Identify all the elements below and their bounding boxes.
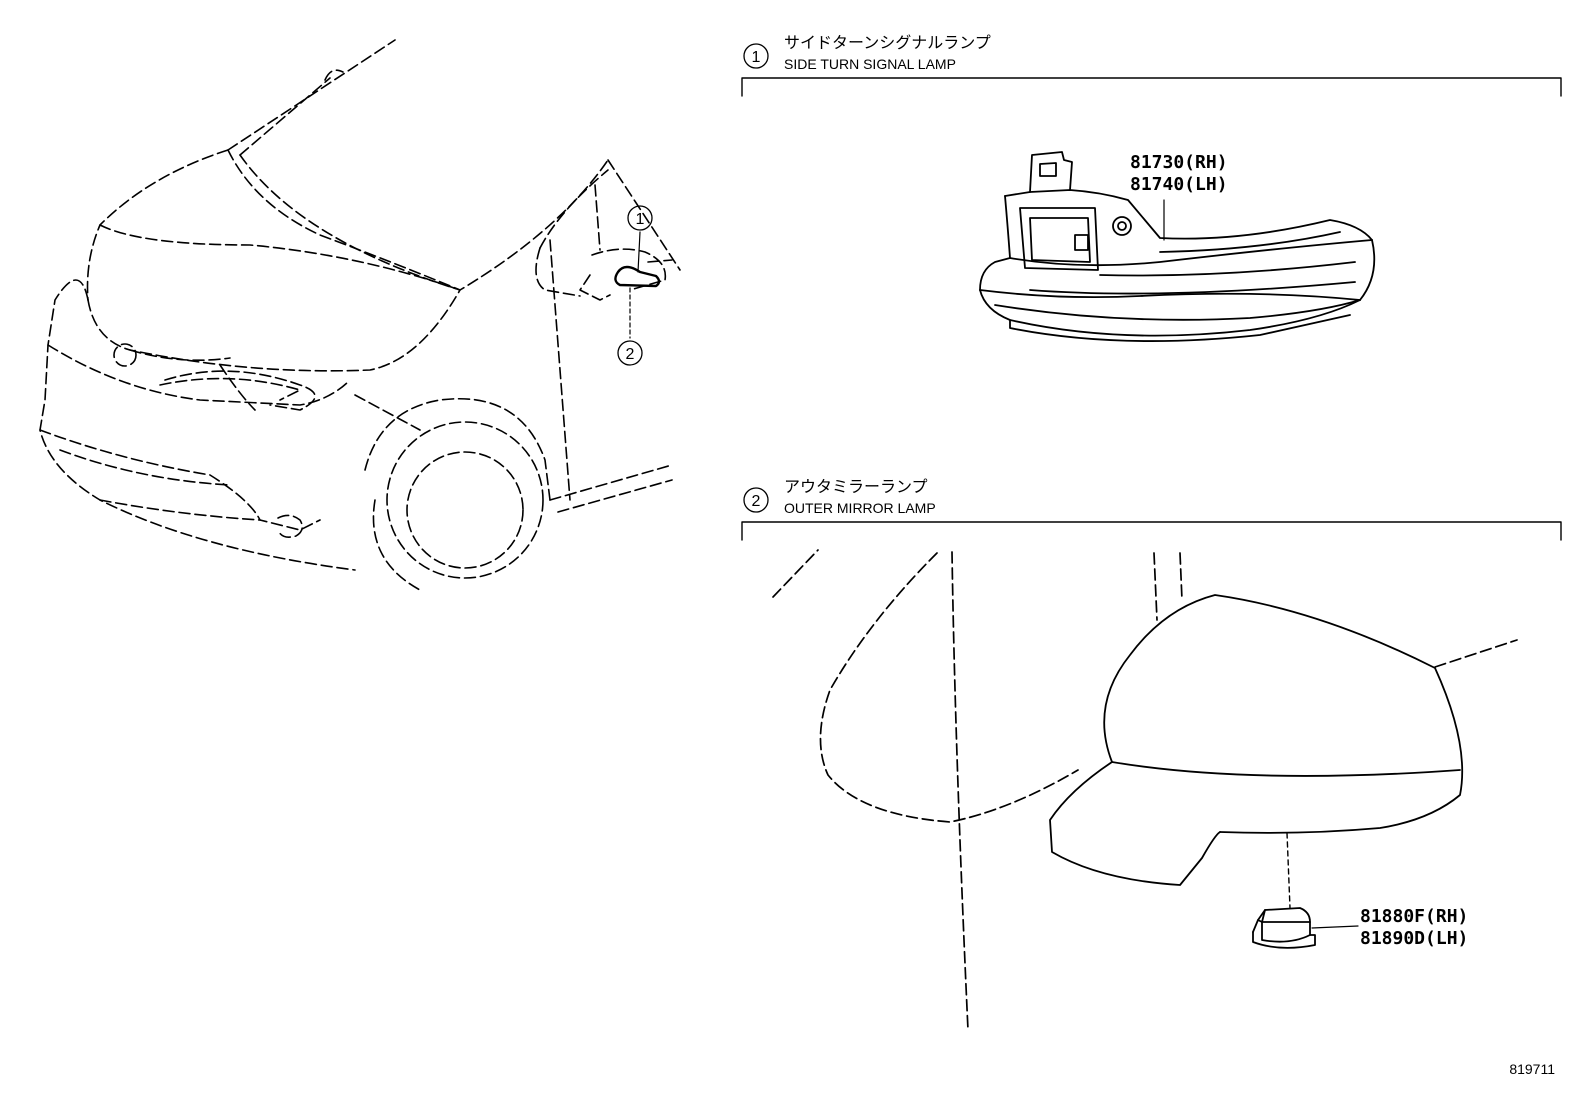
overview-callout-1 bbox=[627, 205, 653, 231]
section-2-header bbox=[741, 487, 1562, 541]
overview-lamp-highlight bbox=[614, 265, 661, 288]
part-81880F-leader bbox=[1311, 925, 1359, 929]
part-number-81740-lh: 81740(LH) bbox=[1130, 174, 1228, 195]
section-2-title-en: OUTER MIRROR LAMP bbox=[784, 500, 936, 516]
section-2-number: 2 bbox=[752, 493, 761, 510]
outer-mirror-lamp-drawing bbox=[1252, 907, 1316, 949]
overview-callout-leaders bbox=[629, 231, 641, 339]
outer-mirror-drawing bbox=[772, 549, 1518, 1031]
vehicle-overview-illustration bbox=[39, 39, 681, 591]
overview-callout-2 bbox=[617, 340, 643, 366]
section-2-number-circle bbox=[743, 487, 769, 513]
mirror-lamp-leader-dashed bbox=[1286, 832, 1291, 909]
part-number-81730-rh: 81730(RH) bbox=[1130, 152, 1228, 173]
diagram-id: 819711 bbox=[1509, 1061, 1555, 1077]
section-2-title-jp: アウタミラーランプ bbox=[784, 477, 928, 496]
section-1-title-en: SIDE TURN SIGNAL LAMP bbox=[784, 56, 956, 72]
mirror-housing bbox=[1049, 594, 1464, 886]
side-turn-signal-lamp-drawing bbox=[979, 151, 1376, 342]
section-2-bracket bbox=[741, 521, 1562, 541]
section-1-number: 1 bbox=[752, 49, 761, 66]
section-1-title-jp: サイドターンシグナルランプ bbox=[784, 33, 991, 52]
overview-callout-2-label: 2 bbox=[626, 346, 635, 363]
section-1-bracket bbox=[741, 77, 1562, 97]
section-1-number-circle bbox=[743, 43, 769, 69]
section-1-header bbox=[741, 43, 1562, 97]
overview-callout-1-label: 1 bbox=[636, 211, 645, 228]
part-number-81890D-lh: 81890D(LH) bbox=[1360, 928, 1468, 949]
part-number-81880F-rh: 81880F(RH) bbox=[1360, 906, 1468, 927]
